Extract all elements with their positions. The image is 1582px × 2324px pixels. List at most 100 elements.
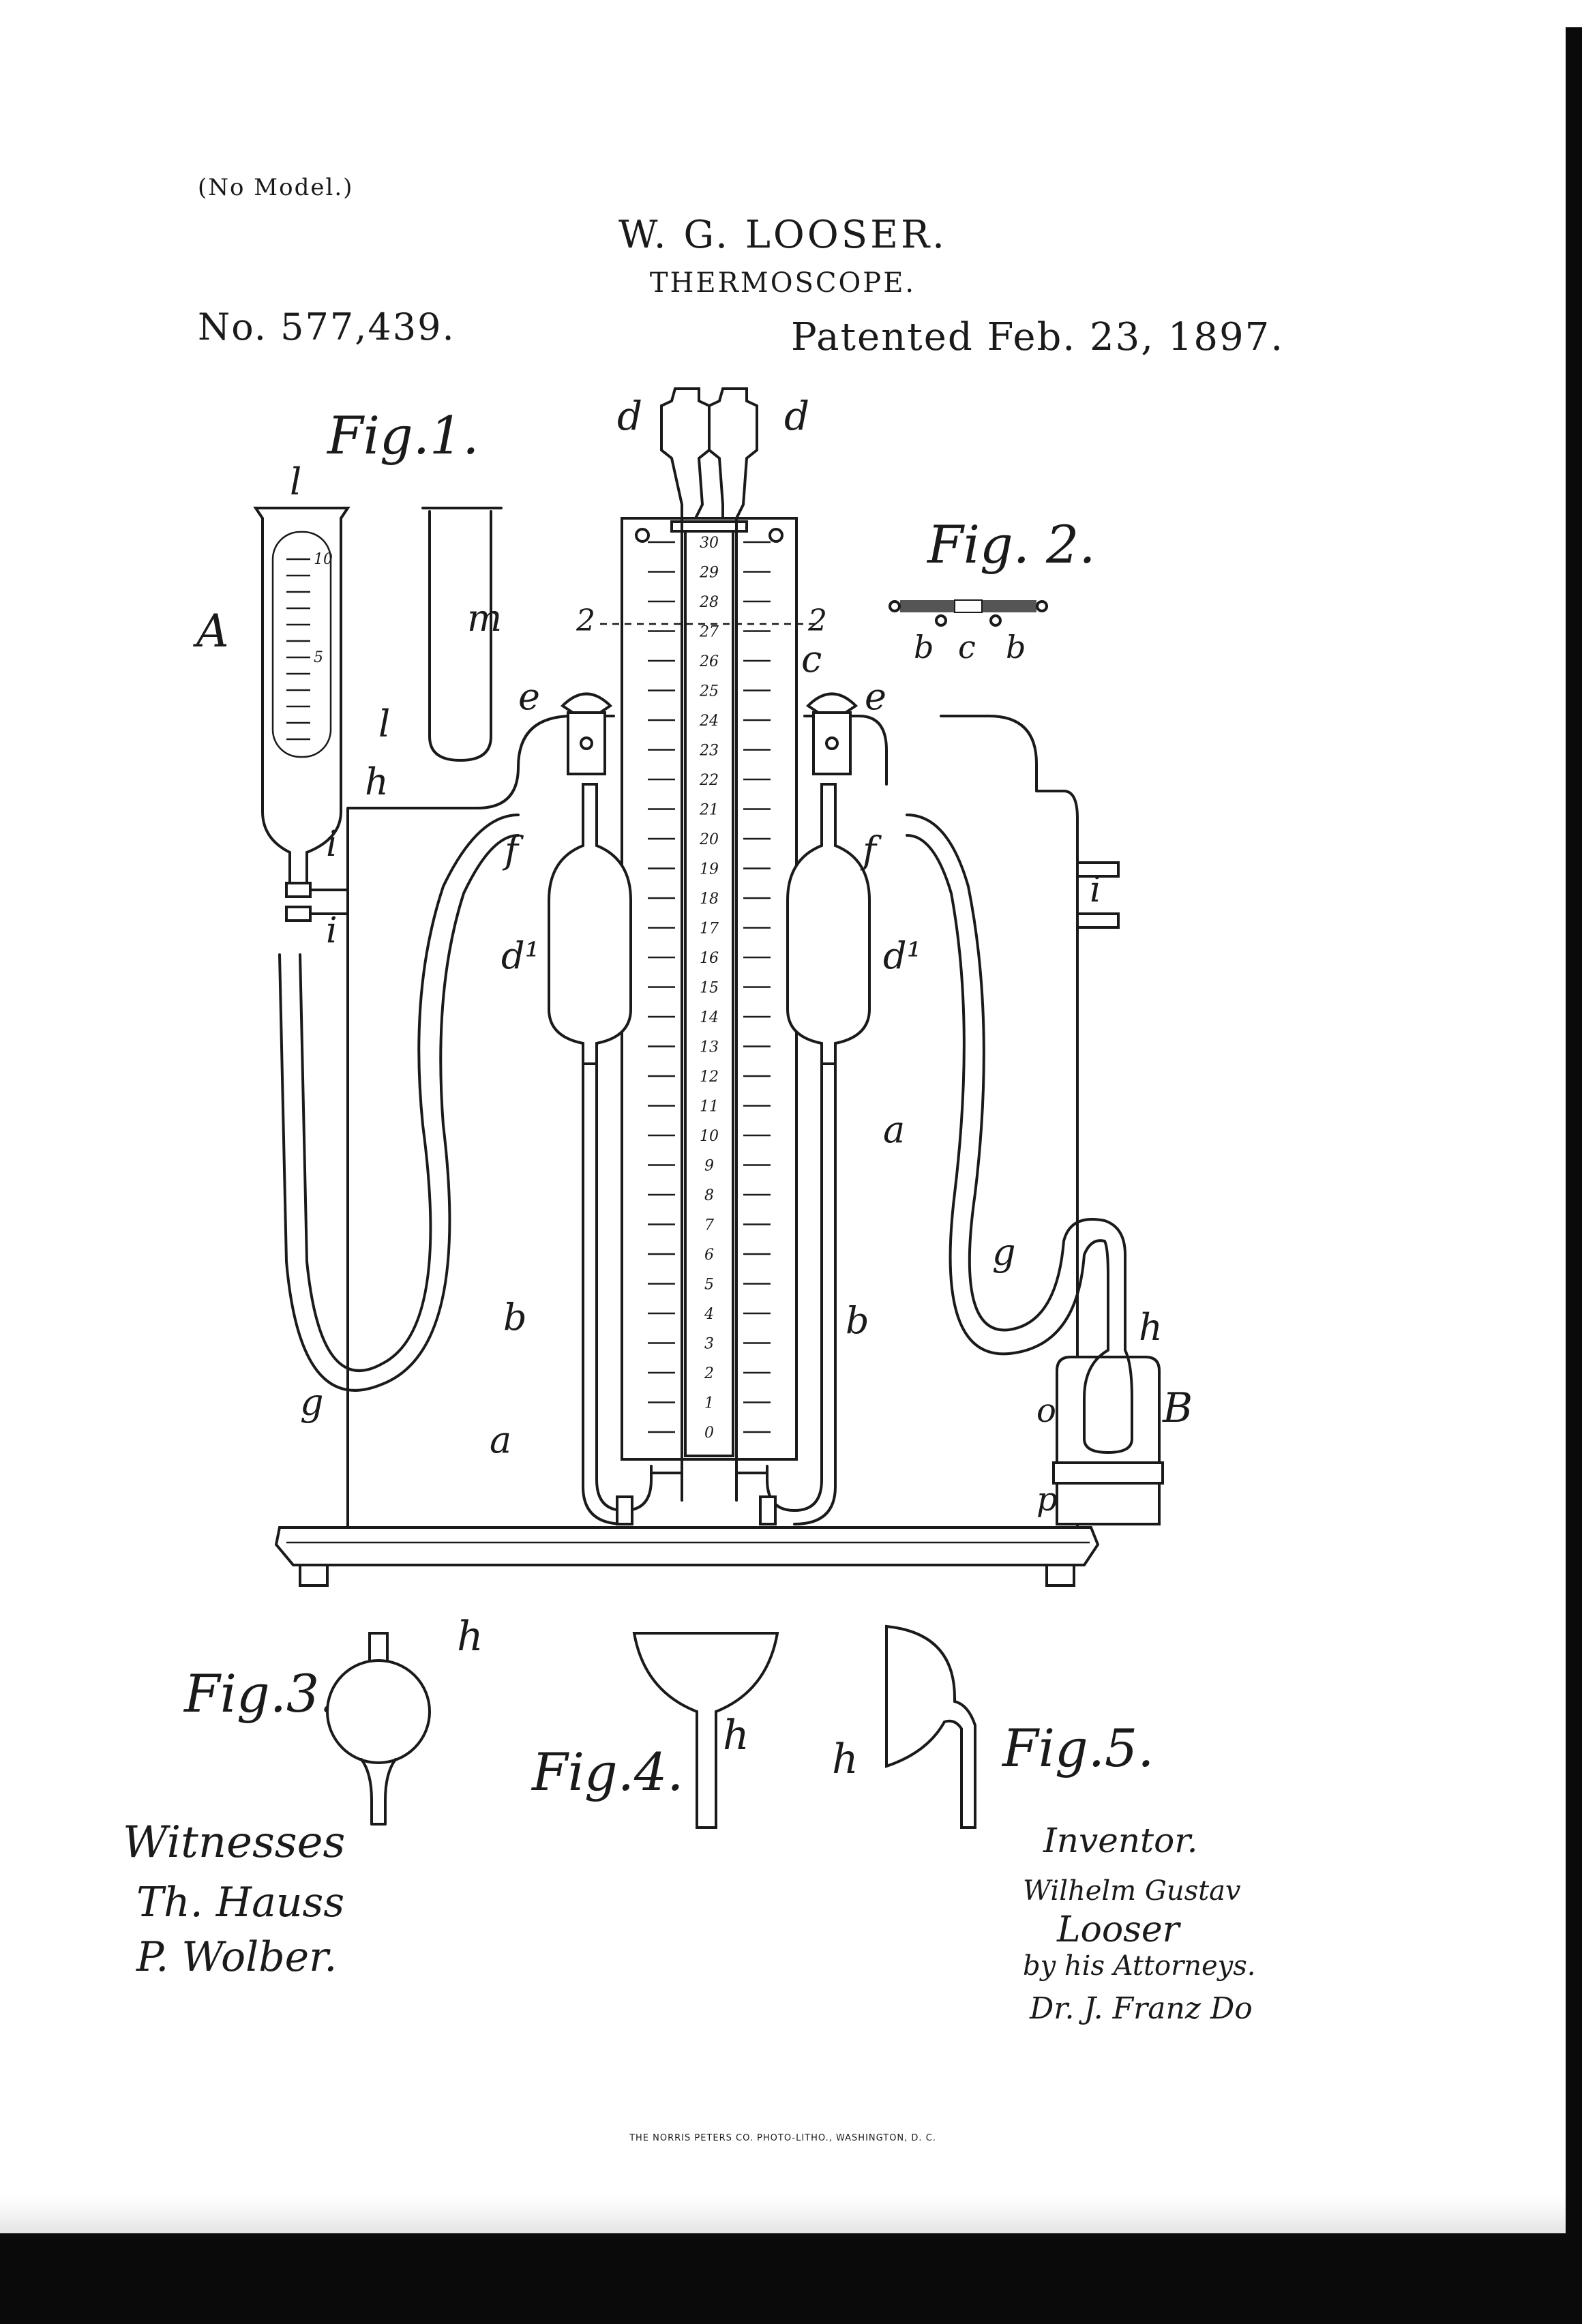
- witness-signature-2: P. Wolber.: [136, 1933, 338, 1981]
- ref-h-right: h: [1139, 1306, 1163, 1349]
- ref-A: A: [192, 605, 229, 657]
- scale-number: 9: [704, 1158, 714, 1175]
- ref-l-top: l: [290, 460, 301, 503]
- scale-number: 3: [704, 1336, 714, 1353]
- ref-d1-right: d¹: [883, 934, 921, 977]
- screw-top-right: [768, 528, 783, 543]
- ref-g-left: g: [300, 1381, 324, 1424]
- clamp-i-lower: [285, 906, 312, 922]
- hose-g-right: [906, 814, 1126, 1332]
- clamp-i-right-upper: [1076, 861, 1120, 878]
- ref-p: p: [1036, 1480, 1058, 1519]
- scale-number: 12: [700, 1069, 719, 1086]
- no-model-label: (No Model.): [198, 174, 354, 201]
- stopcock-e-left-body: [567, 711, 606, 775]
- scale-number: 26: [699, 653, 719, 670]
- scale-number: 15: [700, 980, 719, 997]
- scale-number: 6: [704, 1247, 714, 1264]
- stopcock-e-right: [805, 692, 859, 714]
- ref-b-left: b: [503, 1296, 527, 1339]
- ref-c: c: [801, 638, 822, 681]
- witness-signature-1: Th. Hauss: [136, 1879, 345, 1926]
- patent-number: No. 577,439.: [198, 306, 456, 348]
- cylinder-A-inner: [271, 531, 332, 758]
- scale-number: 1: [704, 1395, 714, 1412]
- scale-number: 30: [700, 535, 719, 552]
- scale-number: 23: [699, 743, 719, 760]
- fig2-label: Fig. 2.: [926, 514, 1096, 575]
- stopcock-e-right-body: [812, 711, 852, 775]
- bulb-d1-left: [548, 783, 632, 1065]
- cylinder-A-number: 10: [314, 551, 333, 568]
- scale-number: 24: [699, 713, 719, 730]
- ref-m: m: [467, 597, 502, 640]
- fig2-screw-right: [1036, 600, 1048, 612]
- cylinder-A-number: 5: [314, 649, 323, 666]
- scale-number: 14: [700, 1009, 719, 1026]
- printer-credit: THE NORRIS PETERS CO. PHOTO-LITHO., WASH…: [629, 2133, 936, 2143]
- scale-number: 11: [700, 1099, 719, 1116]
- scale-number: 7: [704, 1217, 714, 1234]
- ref-h-left: h: [365, 760, 389, 803]
- screw-top-left: [635, 528, 650, 543]
- scale-number: 16: [700, 950, 719, 967]
- fig5-vessel: [885, 1624, 976, 1829]
- clamp-i-upper: [285, 882, 312, 898]
- ref-2-left: 2: [576, 604, 595, 638]
- tube-b-right: [766, 1022, 837, 1525]
- scale-number: 29: [699, 565, 719, 582]
- ref-i-right: i: [1090, 869, 1101, 910]
- ref-f-right: f: [860, 829, 882, 872]
- fig3-stem: [360, 1758, 397, 1826]
- ref-e-left: e: [518, 675, 540, 718]
- stopcock-e-left-pin: [580, 736, 593, 750]
- scale-number: 21: [699, 802, 719, 819]
- ref-d-left: d: [617, 393, 642, 439]
- base-foot-right: [1045, 1564, 1075, 1587]
- scale-number: 27: [699, 624, 719, 641]
- fig4-label: Fig.4.: [531, 1742, 683, 1802]
- ref-e-right: e: [865, 675, 886, 718]
- bulb-d-left: [660, 387, 711, 520]
- scale-number: 8: [704, 1187, 714, 1204]
- fig3-bulb: [326, 1659, 431, 1764]
- top-clamp: [670, 520, 748, 533]
- vessel-B-band: [1052, 1461, 1164, 1485]
- fig2-gap: [954, 599, 983, 613]
- hose-g-right-inner: [906, 834, 1109, 1356]
- ref-a-right: a: [883, 1108, 905, 1151]
- test-tube-m: [421, 507, 503, 762]
- fig5-ref-h: h: [832, 1735, 859, 1783]
- vessel-B-inner: [1083, 1274, 1133, 1454]
- bulb-d-right: [708, 387, 758, 520]
- ref-g-right: g: [992, 1231, 1016, 1274]
- stopcock-e-right-pin: [825, 736, 839, 750]
- clip-right: [759, 1495, 777, 1525]
- vessel-B: [1056, 1356, 1161, 1464]
- patent-date: Patented Feb. 23, 1897.: [791, 315, 1285, 359]
- scale-number: 4: [704, 1306, 714, 1323]
- bulb-d1-right: [786, 783, 871, 1065]
- scale-number: 13: [700, 1039, 719, 1056]
- scale-ticks: [648, 541, 771, 1433]
- vessel-B-stand-p: [1056, 1482, 1161, 1525]
- ref-B: B: [1162, 1384, 1193, 1432]
- patent-title: THERMOSCOPE.: [649, 267, 916, 299]
- fig2-ref-b-right: b: [1006, 629, 1026, 666]
- ref-f-left: f: [502, 829, 524, 872]
- fig2-ref-c: c: [958, 629, 976, 666]
- scale-number: 17: [700, 921, 719, 938]
- scale-number: 28: [699, 594, 719, 611]
- clip-left: [616, 1495, 633, 1525]
- base-foot-left: [299, 1564, 329, 1587]
- witnesses-heading: Witnesses: [123, 1817, 346, 1868]
- clamp-i-right-lower: [1076, 912, 1120, 929]
- cylinder-A: [253, 507, 350, 884]
- scale-number: 25: [699, 683, 719, 700]
- ref-i-left-lower: i: [326, 910, 338, 951]
- fig5-label: Fig.5.: [1001, 1718, 1154, 1778]
- inventor-signature-1: Wilhelm Gustav: [1023, 1875, 1241, 1907]
- attorneys-line: by his Attorneys.: [1023, 1950, 1256, 1982]
- hose-g-left-inner: [278, 834, 520, 1392]
- inventor-signature-2: Looser: [1057, 1909, 1180, 1950]
